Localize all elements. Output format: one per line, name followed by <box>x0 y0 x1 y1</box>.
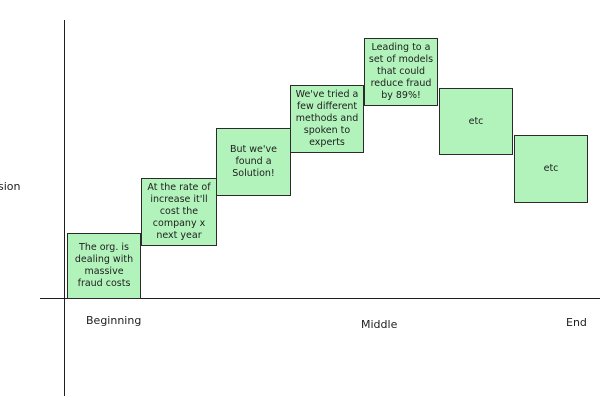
sticky-note-3[interactable]: But we've found a Solution! <box>216 128 291 196</box>
sticky-note-7[interactable]: etc <box>514 135 588 203</box>
sticky-note-1[interactable]: The org. is dealing with massive fraud c… <box>67 233 141 299</box>
y-axis-label: sion <box>0 180 21 193</box>
sticky-note-6[interactable]: etc <box>439 88 513 155</box>
x-label-end: End <box>566 316 587 329</box>
sticky-note-4[interactable]: We've tried a few different methods and … <box>290 85 364 153</box>
x-label-beginning: Beginning <box>86 314 142 327</box>
x-label-middle: Middle <box>361 318 398 331</box>
x-axis <box>40 298 600 299</box>
sticky-note-5[interactable]: Leading to a set of models that could re… <box>364 38 438 106</box>
sticky-note-2[interactable]: At the rate of increase it'll cost the c… <box>141 178 217 246</box>
y-axis <box>64 20 65 396</box>
